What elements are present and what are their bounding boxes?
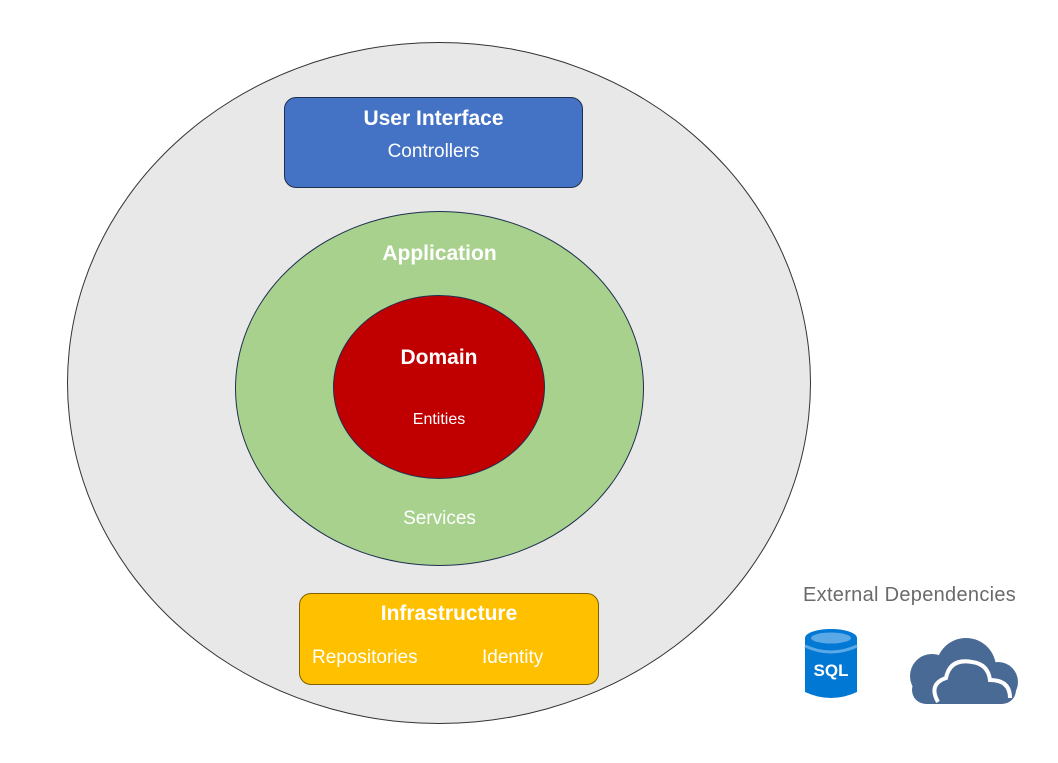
domain-layer-circle xyxy=(333,295,545,479)
infrastructure-item-identity: Identity xyxy=(482,647,544,668)
application-item: Services xyxy=(403,508,476,529)
infrastructure-item-repositories: Repositories xyxy=(312,647,418,668)
user-interface-item: Controllers xyxy=(387,141,480,162)
external-dependencies-label: External Dependencies xyxy=(803,584,1017,606)
user-interface-box: User Interface Controllers xyxy=(284,97,583,188)
user-interface-title: User Interface xyxy=(363,107,504,130)
domain-title: Domain xyxy=(400,346,478,369)
infrastructure-title: Infrastructure xyxy=(380,602,518,625)
cloud-icon xyxy=(910,638,1018,704)
sql-icon-text: SQL xyxy=(814,661,849,680)
application-title: Application xyxy=(382,242,497,265)
infrastructure-box xyxy=(299,593,599,685)
domain-item: Entities xyxy=(412,411,466,428)
sql-database-icon: SQL xyxy=(804,629,858,698)
